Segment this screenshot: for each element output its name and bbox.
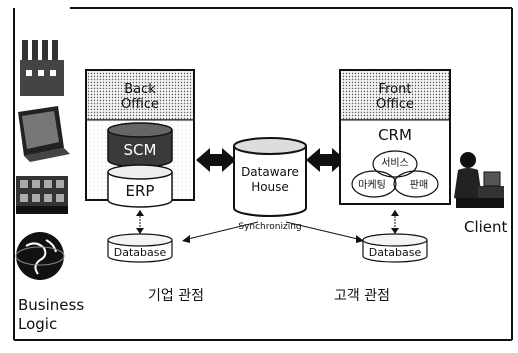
- front-office-caption: 고객 관점: [334, 288, 390, 304]
- marketing-label: 마케팅: [358, 179, 386, 191]
- business-logic-label-line2: Logic: [18, 315, 57, 333]
- back-database-label: Database: [114, 246, 167, 259]
- back-office-title-line2: Office: [121, 97, 159, 112]
- back-to-warehouse-double-arrow: [196, 148, 236, 172]
- back-office-title-line1: Back: [124, 82, 156, 97]
- back-db-arrow-up: [136, 210, 144, 216]
- scm-label: SCM: [124, 141, 157, 159]
- front-db-arrow-up: [391, 210, 399, 216]
- front-database-label: Database: [369, 246, 422, 259]
- synchronizing-label: Synchronizing: [238, 222, 301, 232]
- erp-label: ERP: [126, 182, 155, 200]
- front-db-arrow-down: [391, 228, 399, 234]
- factory-icon: [20, 40, 64, 96]
- crm-label: CRM: [378, 126, 412, 144]
- client-label: Client: [464, 218, 508, 236]
- back-db-arrow-down: [136, 228, 144, 234]
- sync-arrow-left: [182, 235, 190, 243]
- laptop-icon: [18, 106, 70, 162]
- warehouse-label-line2: House: [251, 180, 289, 194]
- globe-icon: [16, 232, 64, 280]
- front-office-title-line2: Office: [376, 97, 414, 112]
- service-label: 서비스: [381, 157, 409, 169]
- warehouse-label-line1: Dataware: [241, 165, 299, 179]
- front-office-title-line1: Front: [379, 82, 412, 97]
- warehouse-building-icon: [16, 176, 68, 214]
- client-person-icon: [454, 152, 504, 208]
- business-logic-label-line1: Business: [18, 296, 84, 314]
- sales-label: 판매: [410, 179, 428, 191]
- back-office-caption: 기업 관점: [148, 288, 204, 304]
